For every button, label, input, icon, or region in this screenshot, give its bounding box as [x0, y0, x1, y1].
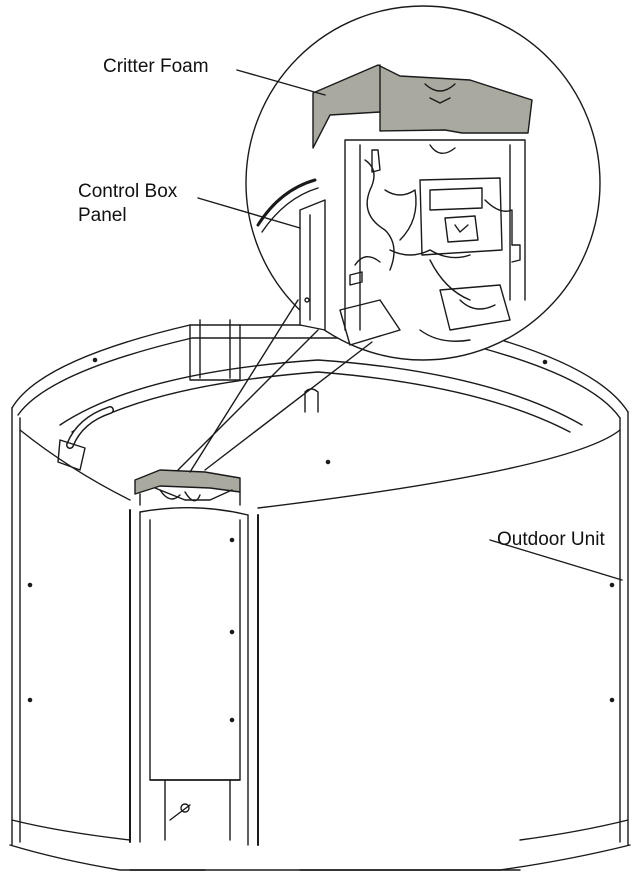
leader-lines: [197, 69, 623, 581]
control-box-panel-shape: [299, 199, 326, 331]
control-box-panel-leader: [197, 197, 301, 229]
zoom-detail: [256, 64, 533, 346]
outdoor-unit-label: Outdoor Unit: [497, 529, 605, 550]
control-box-panel-label: Control Box Panel: [78, 180, 177, 228]
control-board: [419, 177, 503, 256]
critter-foam-label: Critter Foam: [103, 56, 209, 77]
cabinet-screws: [27, 357, 615, 703]
control-box-panel-label-line2: Panel: [78, 205, 127, 226]
control-box-opening: [134, 469, 241, 506]
front-access-panel: [139, 506, 249, 841]
critter-foam-shape: [312, 64, 533, 149]
critter-foam-leader: [236, 69, 326, 96]
outdoor-unit-cabinet: [9, 319, 631, 871]
control-box-panel-label-line1: Control Box: [78, 181, 178, 202]
outdoor-unit-leader: [489, 539, 623, 581]
